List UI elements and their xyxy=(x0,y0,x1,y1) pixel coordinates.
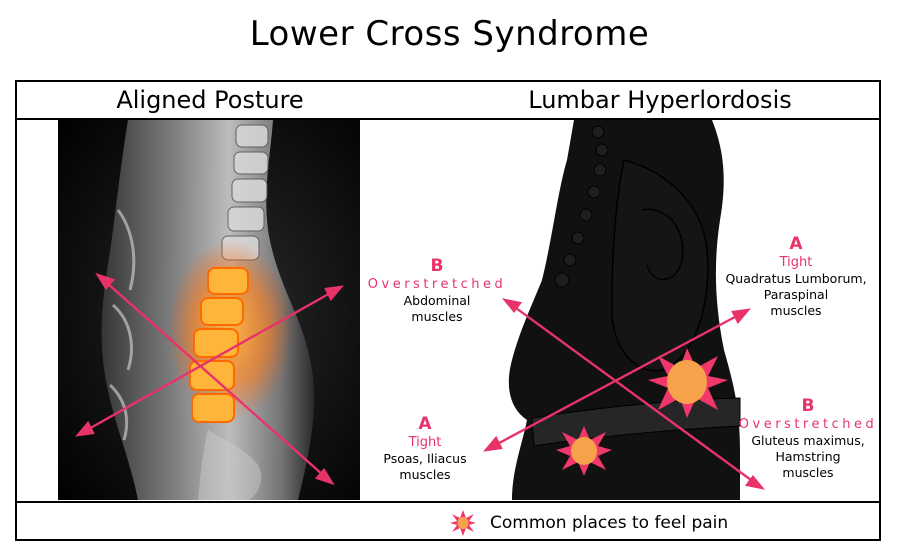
label-state: Tight xyxy=(779,255,813,270)
diagram-frame xyxy=(15,80,881,541)
label-letter: A xyxy=(418,414,432,434)
label-state: Tight xyxy=(408,435,442,450)
label-muscle-line: muscles xyxy=(770,303,822,318)
label-letter: B xyxy=(801,396,815,416)
pain-burst-lower-back xyxy=(648,348,728,418)
aligned-posture-panel xyxy=(58,120,360,500)
label-muscle-line: muscles xyxy=(782,465,834,480)
label-muscle-line: Paraspinal xyxy=(763,287,829,302)
label-muscle-line: Abdominal xyxy=(403,293,471,308)
pain-burst-front-hip xyxy=(556,426,612,476)
pain-burst-icon xyxy=(450,510,476,536)
hyperlordosis-panel xyxy=(362,120,879,500)
hyperlordosis-illustration xyxy=(483,120,766,500)
legend: Common places to feel pain xyxy=(450,508,728,538)
label-muscle-line: muscles xyxy=(399,467,451,482)
label-state: Overstretched xyxy=(738,417,878,432)
label-overstretched-gluteus: B Overstretched Gluteus maximus, Hamstri… xyxy=(735,396,881,481)
panel-heading-aligned: Aligned Posture xyxy=(116,86,304,114)
diagram-title: Lower Cross Syndrome xyxy=(249,14,650,54)
label-tight-psoas: A Tight Psoas, Iliacus muscles xyxy=(365,414,485,483)
aligned-posture-illustration xyxy=(58,120,360,500)
label-state: Overstretched xyxy=(367,277,507,292)
label-tight-quadratus: A Tight Quadratus Lumborum, Paraspinal m… xyxy=(720,234,872,319)
panel-heading-hyperlordosis: Lumbar Hyperlordosis xyxy=(528,86,792,114)
label-overstretched-abdominal: B Overstretched Abdominal muscles xyxy=(362,256,512,325)
label-letter: B xyxy=(430,256,444,276)
label-muscle-line: Psoas, Iliacus xyxy=(383,451,467,466)
header-divider xyxy=(15,118,881,120)
label-muscle-line: Gluteus maximus, xyxy=(751,433,865,448)
label-muscle-line: muscles xyxy=(411,309,463,324)
label-letter: A xyxy=(789,234,803,254)
legend-text: Common places to feel pain xyxy=(490,513,729,533)
label-muscle-line: Quadratus Lumborum, xyxy=(725,271,867,286)
legend-divider xyxy=(15,501,881,503)
label-muscle-line: Hamstring xyxy=(775,449,841,464)
